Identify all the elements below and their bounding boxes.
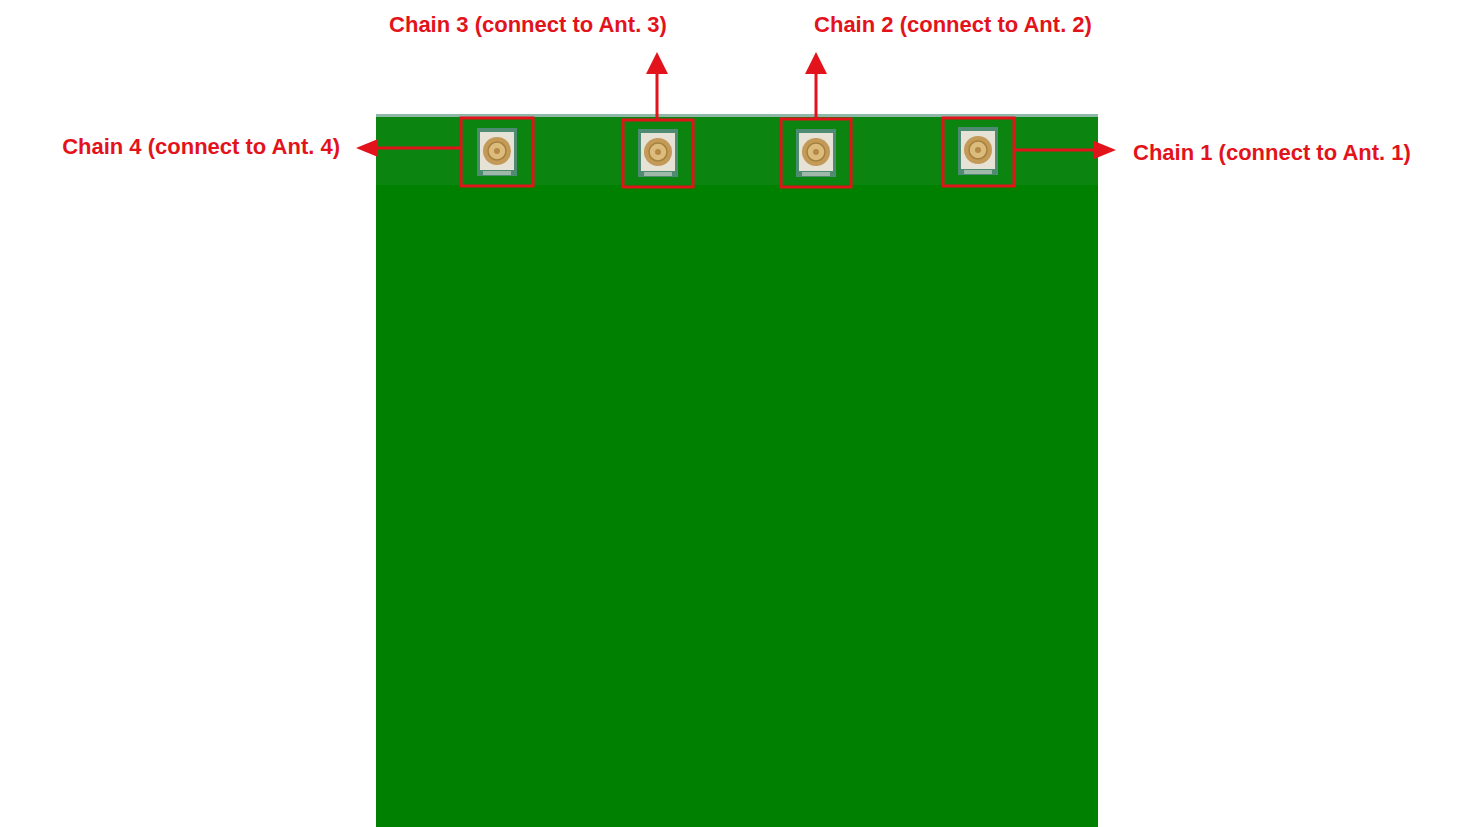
board-edge-strip	[376, 115, 1098, 185]
callout-label: Chain 3 (connect to Ant. 3)	[389, 12, 667, 38]
circuit-board	[376, 115, 1098, 827]
arrow-head	[1094, 141, 1116, 159]
highlight-box	[461, 118, 533, 186]
arrow-head	[646, 52, 668, 74]
leader-line	[376, 147, 461, 150]
antenna-connector	[958, 127, 998, 175]
leader-line	[656, 72, 659, 120]
callout-label: Chain 1 (connect to Ant. 1)	[1133, 140, 1411, 166]
antenna-connector	[796, 129, 836, 177]
leader-line	[815, 72, 818, 119]
callout-label: Chain 4 (connect to Ant. 4)	[62, 134, 340, 160]
antenna-connector	[638, 129, 678, 177]
arrow-head	[356, 139, 378, 157]
highlight-box	[623, 120, 693, 187]
highlight-box	[943, 118, 1014, 186]
highlight-box	[781, 119, 851, 187]
callout-label: Chain 2 (connect to Ant. 2)	[814, 12, 1092, 38]
leader-line	[1014, 149, 1096, 152]
antenna-connector	[477, 128, 517, 176]
arrow-head	[805, 52, 827, 74]
